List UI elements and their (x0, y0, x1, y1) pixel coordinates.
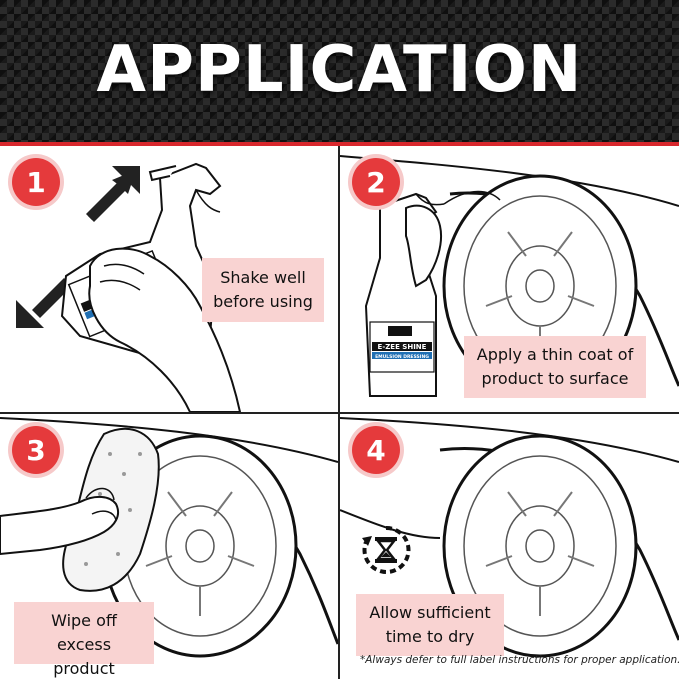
step-caption: Allow sufficient time to dry (356, 594, 504, 656)
caption-line: product to surface (481, 369, 629, 388)
hourglass-timer-icon (362, 525, 411, 574)
step-caption: Shake well before using (202, 258, 324, 322)
header-accent-line (0, 142, 679, 146)
step-caption: Wipe off excess product (14, 602, 154, 678)
step-1-illustration: E-ZEE SHINE EMULSION DRESSING (16, 162, 242, 412)
caption-line: Shake well (220, 268, 306, 287)
caption-line: Apply a thin coat of (476, 345, 634, 364)
arrow-down-left-icon (16, 278, 72, 328)
step-4-panel: 4 Allow sufficient time to dry (340, 414, 679, 679)
step-caption: Apply a thin coat of product to surface (464, 336, 646, 398)
arrow-up-right-icon (86, 166, 140, 222)
page-title: APPLICATION (96, 33, 583, 107)
step-number-badge: 1 (12, 158, 60, 206)
step-1-panel: E-ZEE SHINE EMULSION DRESSING 1 Shake we… (0, 146, 338, 412)
step-2-panel: E-ZEE SHINE EMULSION DRESSING 2 Apply a … (340, 146, 679, 412)
caption-line: Allow sufficient (369, 603, 491, 622)
caption-line: before using (213, 292, 313, 311)
step-number-badge: 4 (352, 426, 400, 474)
step-3-panel: 3 Wipe off excess product (0, 414, 338, 679)
svg-text:E-ZEE SHINE: E-ZEE SHINE (378, 343, 427, 351)
step-3-illustration (0, 417, 338, 658)
caption-line: time to dry (385, 627, 475, 646)
caption-line: product (53, 659, 115, 678)
step-number-badge: 3 (12, 426, 60, 474)
disclaimer-footnote: *Always defer to full label instructions… (360, 654, 679, 666)
header-banner: APPLICATION (0, 0, 679, 142)
steps-grid: E-ZEE SHINE EMULSION DRESSING 1 Shake we… (0, 146, 679, 679)
caption-line: Wipe off excess (51, 611, 117, 654)
svg-text:EMULSION DRESSING: EMULSION DRESSING (375, 354, 429, 360)
panel-divider-horizontal (0, 412, 679, 414)
step-number-badge: 2 (352, 158, 400, 206)
